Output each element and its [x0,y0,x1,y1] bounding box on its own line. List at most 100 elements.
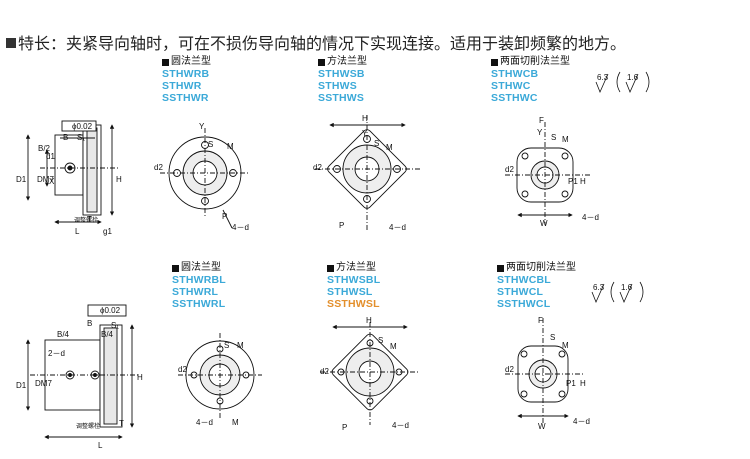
section-two-cut-flange-top: 两面切削法兰型 STHWCB STHWC SSTHWC [491,56,570,104]
dim-label-b4: B/4 [57,330,70,339]
dim-label-m: M [232,418,239,427]
dim-label-d2: d2 [505,165,514,174]
dim-label-w: W [538,422,546,431]
dim-label-m: M [386,143,393,152]
model-code: STHWSB [318,68,365,80]
model-code: SSTHWCL [497,298,551,310]
dim-label-m: M [237,341,244,350]
dim-label-s: S [224,341,229,350]
dim-label-d2: d2 [154,163,163,172]
dim-label-dm7: DM7 [35,379,52,388]
model-code: SSTHWC [491,92,538,104]
dim-label-D1: D1 [16,381,27,390]
dim-label-2d: 2－d [48,349,65,358]
side-view-top [25,120,120,225]
dim-label-h: H [362,114,368,123]
section-title: 两面切削法兰型 [506,262,576,273]
headline-text: 特长：夹紧导向轴时，可在不损伤导向轴的情况下实现连接。适用于装卸频繁的地方。 [18,36,627,53]
dim-label-h: H [116,175,122,184]
dim-label-f: F [539,116,544,125]
dim-label-t: T [119,419,124,428]
dim-label-p: P [339,221,344,230]
dim-label-y: Y [199,122,205,131]
dim-label-d2: d2 [505,365,514,374]
section-title: 两面切削法兰型 [500,56,570,67]
dim-label-dm7: DM7 [37,175,54,184]
model-code: STHWR [162,80,202,92]
dim-label-s1: S₁ [111,321,119,330]
model-code: STHWCL [497,286,544,298]
finish-value: 6.3 [597,73,609,82]
dim-label-b4: B/4 [101,330,114,339]
square-bullet-icon [318,58,325,66]
model-code: STHWRBL [172,274,226,286]
section-square-flange-bottom: 方法兰型 STHWSBL STHWSL SSTHWSL [327,262,380,310]
section-round-flange-top: 圆法兰型 STHWRB STHWR SSTHWR [162,56,211,104]
model-code: STHWC [491,80,531,92]
feature-headline: 特长：夹紧导向轴时，可在不损伤导向轴的情况下实现连接。适用于装卸频繁的地方。 [6,30,626,54]
dim-label-x: X [49,177,55,186]
square-flange-front-bottom [320,322,420,425]
bullet-square-icon [6,38,16,48]
dim-label-p1: P1 [566,379,576,388]
square-bullet-icon [162,58,169,66]
dim-label-b2: B/2 [38,144,51,153]
section-round-flange-bottom: 圆法兰型 STHWRBL STHWRL SSTHWRL [172,262,226,310]
dim-label-m: M [227,142,234,151]
tolerance-label: ϕ0.02 [72,122,93,131]
clamp-bolt-label: 调整螺栓 [76,422,100,430]
dim-label-4d: 4－d [389,223,406,232]
surface-finish-symbol-bottom [591,281,644,304]
model-code: STHWCB [491,68,539,80]
dim-label-m: M [562,341,569,350]
two-cut-flange-front-top [505,122,590,225]
model-code: STHWRL [172,286,219,298]
section-two-cut-flange-bottom: 两面切削法兰型 STHWCBL STHWCL SSTHWCL [497,262,576,310]
dim-label-s: S [374,139,379,148]
section-square-flange-top: 方法兰型 STHWSB STHWS SSTHWS [318,56,367,104]
dim-label-y: Y [362,129,368,138]
square-bullet-icon [172,264,179,272]
finish-value: 1.6 [621,283,633,292]
dim-label-4d: 4－d [196,418,213,427]
dim-label-g1: g1 [103,227,112,236]
dim-label-m: M [562,135,569,144]
dim-label-m: M [390,342,397,351]
dim-label-t: T [87,215,92,224]
dim-label-l: L [98,441,103,450]
dim-label-s1: S₁ [77,133,85,142]
dim-label-f: F [538,316,543,325]
square-flange-front-top [315,115,420,230]
square-bullet-icon [327,264,334,272]
side-view-bottom [25,304,140,440]
model-code: SSTHWSL [327,298,380,310]
dim-label-p1: P1 [568,177,578,186]
finish-value: 6.3 [593,283,605,292]
dim-label-h: H [580,177,586,186]
dim-label-d2: d2 [320,367,329,376]
dim-label-s: S [378,336,383,345]
dim-label-s: S [208,140,213,149]
round-flange-front-bottom [178,333,262,418]
finish-value: 1.6 [627,73,639,82]
surface-finish-symbol-top [595,71,650,94]
dim-label-D1: D1 [16,175,27,184]
model-code: STHWSL [327,286,373,298]
dim-label-b: B [63,133,68,142]
dim-label-w: W [540,219,548,228]
round-flange-front-top [160,128,250,229]
dim-label-4d: 4－d [573,417,590,426]
dim-label-h: H [137,373,143,382]
dim-label-h: H [580,379,586,388]
dim-label-l: L [75,227,80,236]
dim-label-h: H [366,316,372,325]
dim-label-d2: d2 [178,365,187,374]
model-code: STHWCBL [497,274,551,286]
dim-label-p: P [342,423,347,432]
model-code: STHWRB [162,68,210,80]
dim-label-4d: 4－d [582,213,599,222]
square-bullet-icon [491,58,498,66]
dim-label-4d: 4－d [232,223,249,232]
section-title: 圆法兰型 [181,262,221,273]
